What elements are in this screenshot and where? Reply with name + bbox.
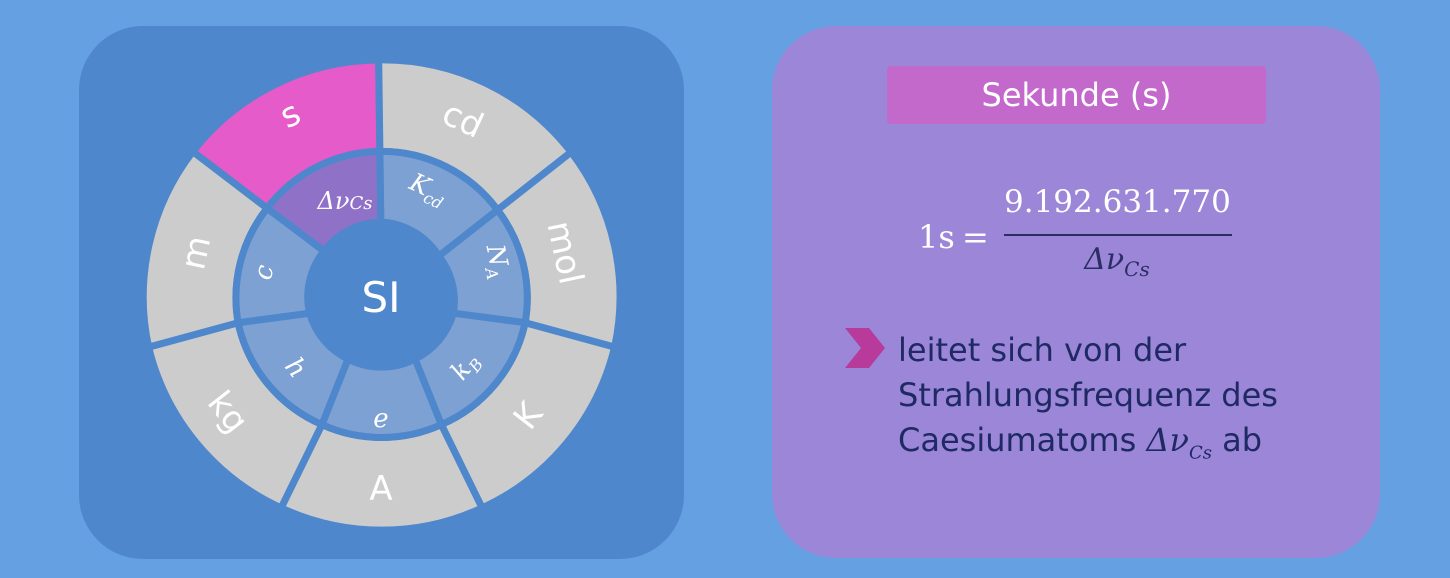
- unit-label-a: A: [369, 469, 392, 509]
- chevron-right-icon: [845, 328, 885, 368]
- formula-numerator: 9.192.631.770: [1004, 184, 1231, 220]
- formula-denominator: ΔνCs: [1084, 242, 1150, 281]
- formula-lhs: 1s: [918, 218, 955, 256]
- segment-c-inner[interactable]: [232, 203, 329, 327]
- unit-title-badge: Sekunde (s): [887, 66, 1266, 124]
- description-line-2: Strahlungsfrequenz des: [898, 376, 1278, 414]
- formula-equals: =: [962, 218, 989, 256]
- description-line-1: leitet sich von der: [898, 331, 1187, 369]
- constant-label-delta-nu: ΔνCs: [317, 187, 373, 215]
- si-center-label: SI: [361, 273, 400, 322]
- constant-label-e: e: [373, 404, 388, 434]
- segment-kb-inner[interactable]: [410, 309, 530, 430]
- fraction-bar: [1004, 234, 1232, 236]
- description-line-3: Caesiumatoms ΔνCs ab: [898, 421, 1263, 464]
- unit-label-m: m: [173, 232, 219, 273]
- si-units-wheel: SI s cd mol K A kg m ΔνCs Kcd NA kB e h …: [139, 56, 624, 534]
- si-center[interactable]: [309, 225, 454, 369]
- definition-formula: 1s = 9.192.631.770 ΔνCs: [900, 180, 1260, 290]
- constant-label-c: c: [248, 262, 280, 283]
- definition-description: leitet sich von der Strahlungsfrequenz d…: [898, 328, 1338, 475]
- description-symbol: ΔνCs: [1146, 421, 1212, 464]
